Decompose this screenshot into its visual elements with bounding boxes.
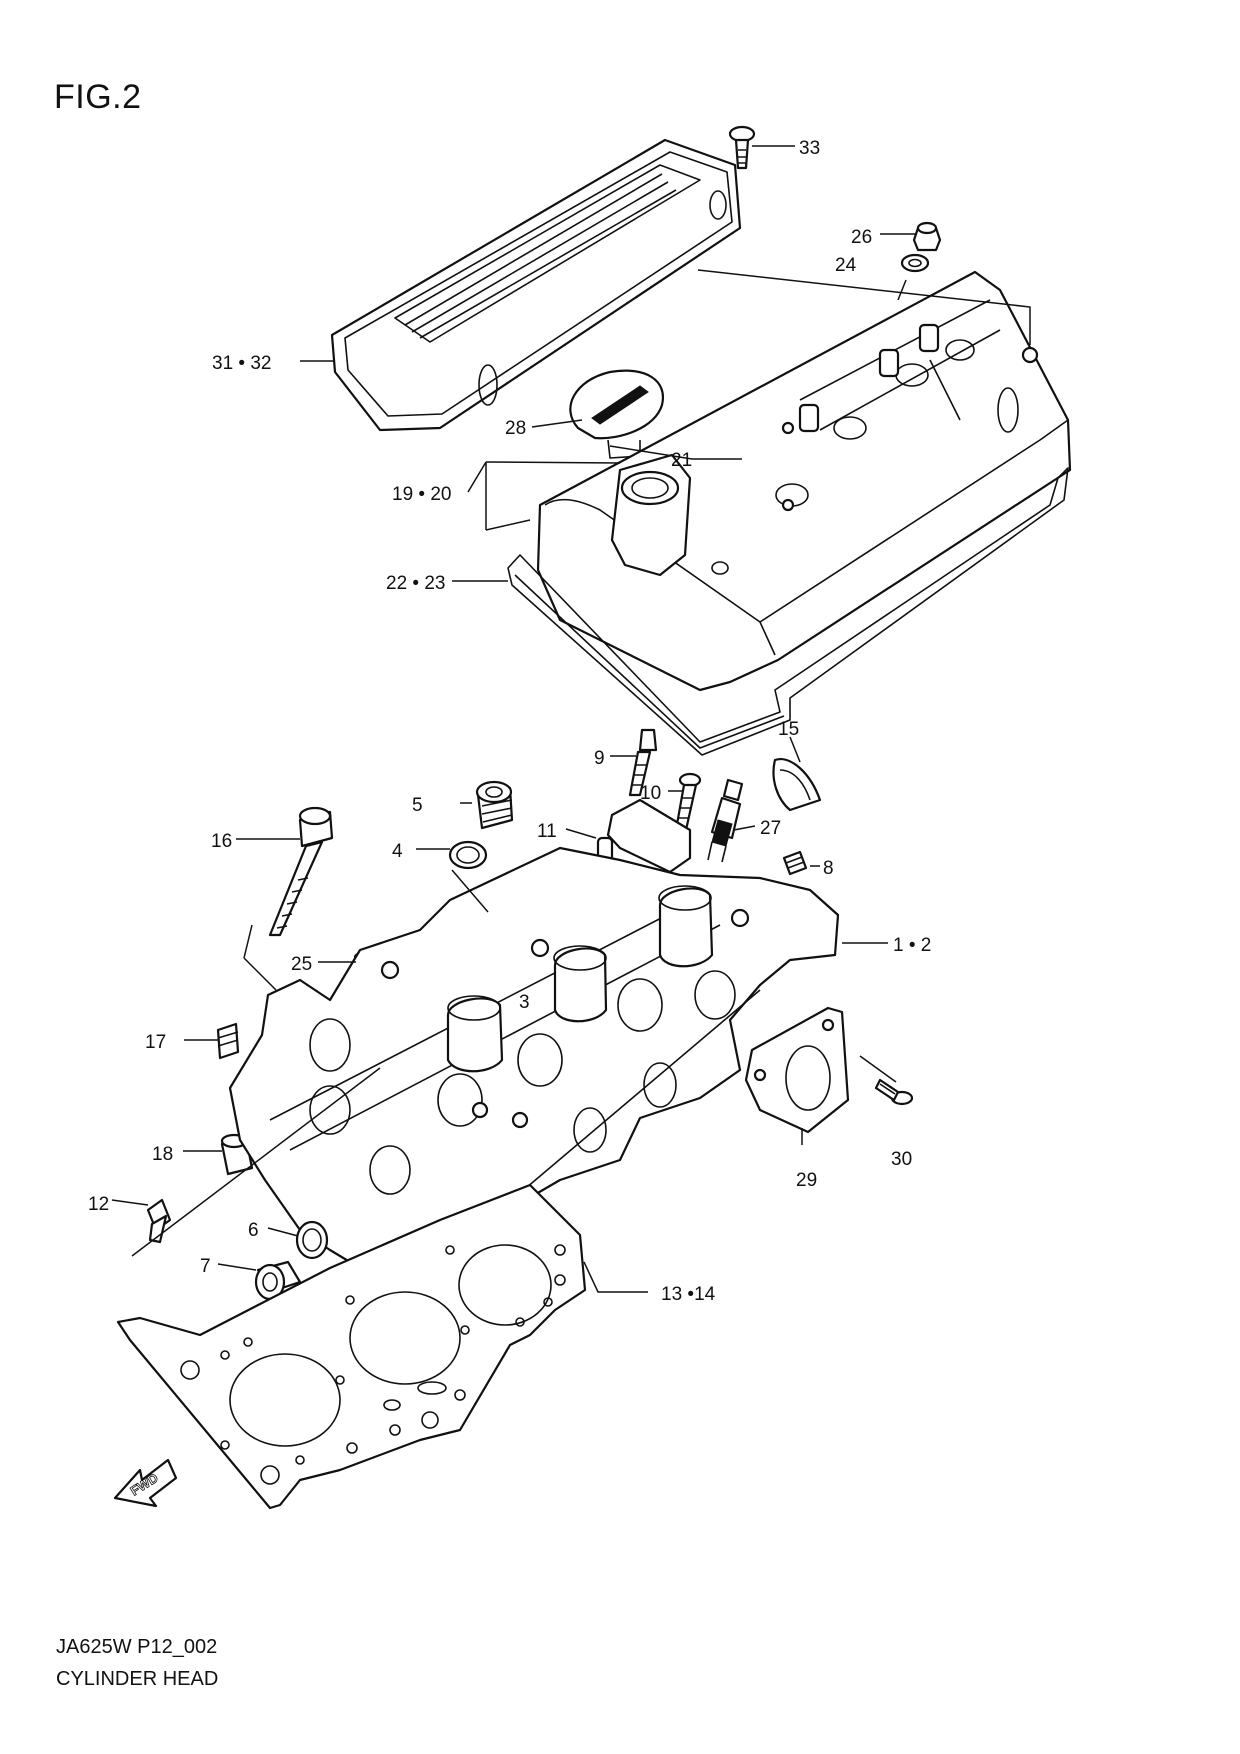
spark-plug [707,778,744,863]
callout-13-14: 13 •14 [661,1284,716,1305]
callout-22-23: 22 • 23 [386,573,445,594]
callout-24: 24 [835,255,857,276]
cylinder-head-cover [536,270,1072,692]
bracket-bolt [674,772,702,832]
callout-11: 11 [537,821,557,842]
callout-29: 29 [796,1170,817,1191]
callout-28: 28 [505,418,526,439]
cover-bolt [728,125,756,170]
callout-33: 33 [799,138,820,159]
figure-title: FIG.2 [54,78,142,116]
callout-16: 16 [211,831,232,852]
valve-stem-seal [782,850,808,876]
cover-washer [900,253,930,273]
callout-4: 4 [392,841,403,862]
callout-8: 8 [823,858,834,879]
callout-1-2: 1 • 2 [893,935,931,956]
water-outlet-cover [744,1006,850,1134]
cylinder-head-gasket [116,1183,587,1510]
head-dowel [146,1198,172,1244]
engine-cover [330,138,742,432]
plug-gasket [448,840,488,870]
callout-12: 12 [88,1194,109,1215]
callout-21: 21 [671,450,692,471]
camshaft-end-cap [772,758,822,812]
callout-31-32: 31 • 32 [212,353,271,374]
plug-washer [295,1220,329,1260]
callout-26: 26 [851,227,872,248]
camshaft-bracket [596,798,692,874]
cover-flange-bolt [874,1078,914,1106]
stud-bolt [628,728,658,797]
water-plug [254,1260,302,1301]
callout-6: 6 [248,1220,259,1241]
callout-5: 5 [412,795,423,816]
callout-19-20: 19 • 20 [392,484,451,505]
cover-nut [912,221,942,252]
callout-18: 18 [152,1144,173,1165]
callout-30: 30 [891,1149,912,1170]
head-cover-gasket [507,467,1069,756]
leader-lines [111,145,1031,1293]
callout-27: 27 [760,818,781,839]
plug [475,780,514,830]
cylinder-head [228,846,840,1282]
callout-10: 10 [640,783,661,804]
callout-9: 9 [594,748,605,769]
diagram-code: JA625W P12_002 [56,1636,218,1658]
callout-7: 7 [200,1256,211,1277]
oil-filler-cap [569,369,665,459]
callout-25: 25 [291,954,312,975]
diagram-name: CYLINDER HEAD [56,1668,219,1690]
forward-direction-arrow: FWD [113,1458,178,1508]
oil-plug-bolt [216,1022,240,1060]
callout-labels: 33 26 24 31 • 32 28 21 19 • 20 22 • 23 1… [88,138,931,1305]
callout-3: 3 [519,992,530,1013]
head-bolt [268,806,334,937]
callout-15: 15 [778,719,799,740]
callout-17: 17 [145,1032,166,1053]
